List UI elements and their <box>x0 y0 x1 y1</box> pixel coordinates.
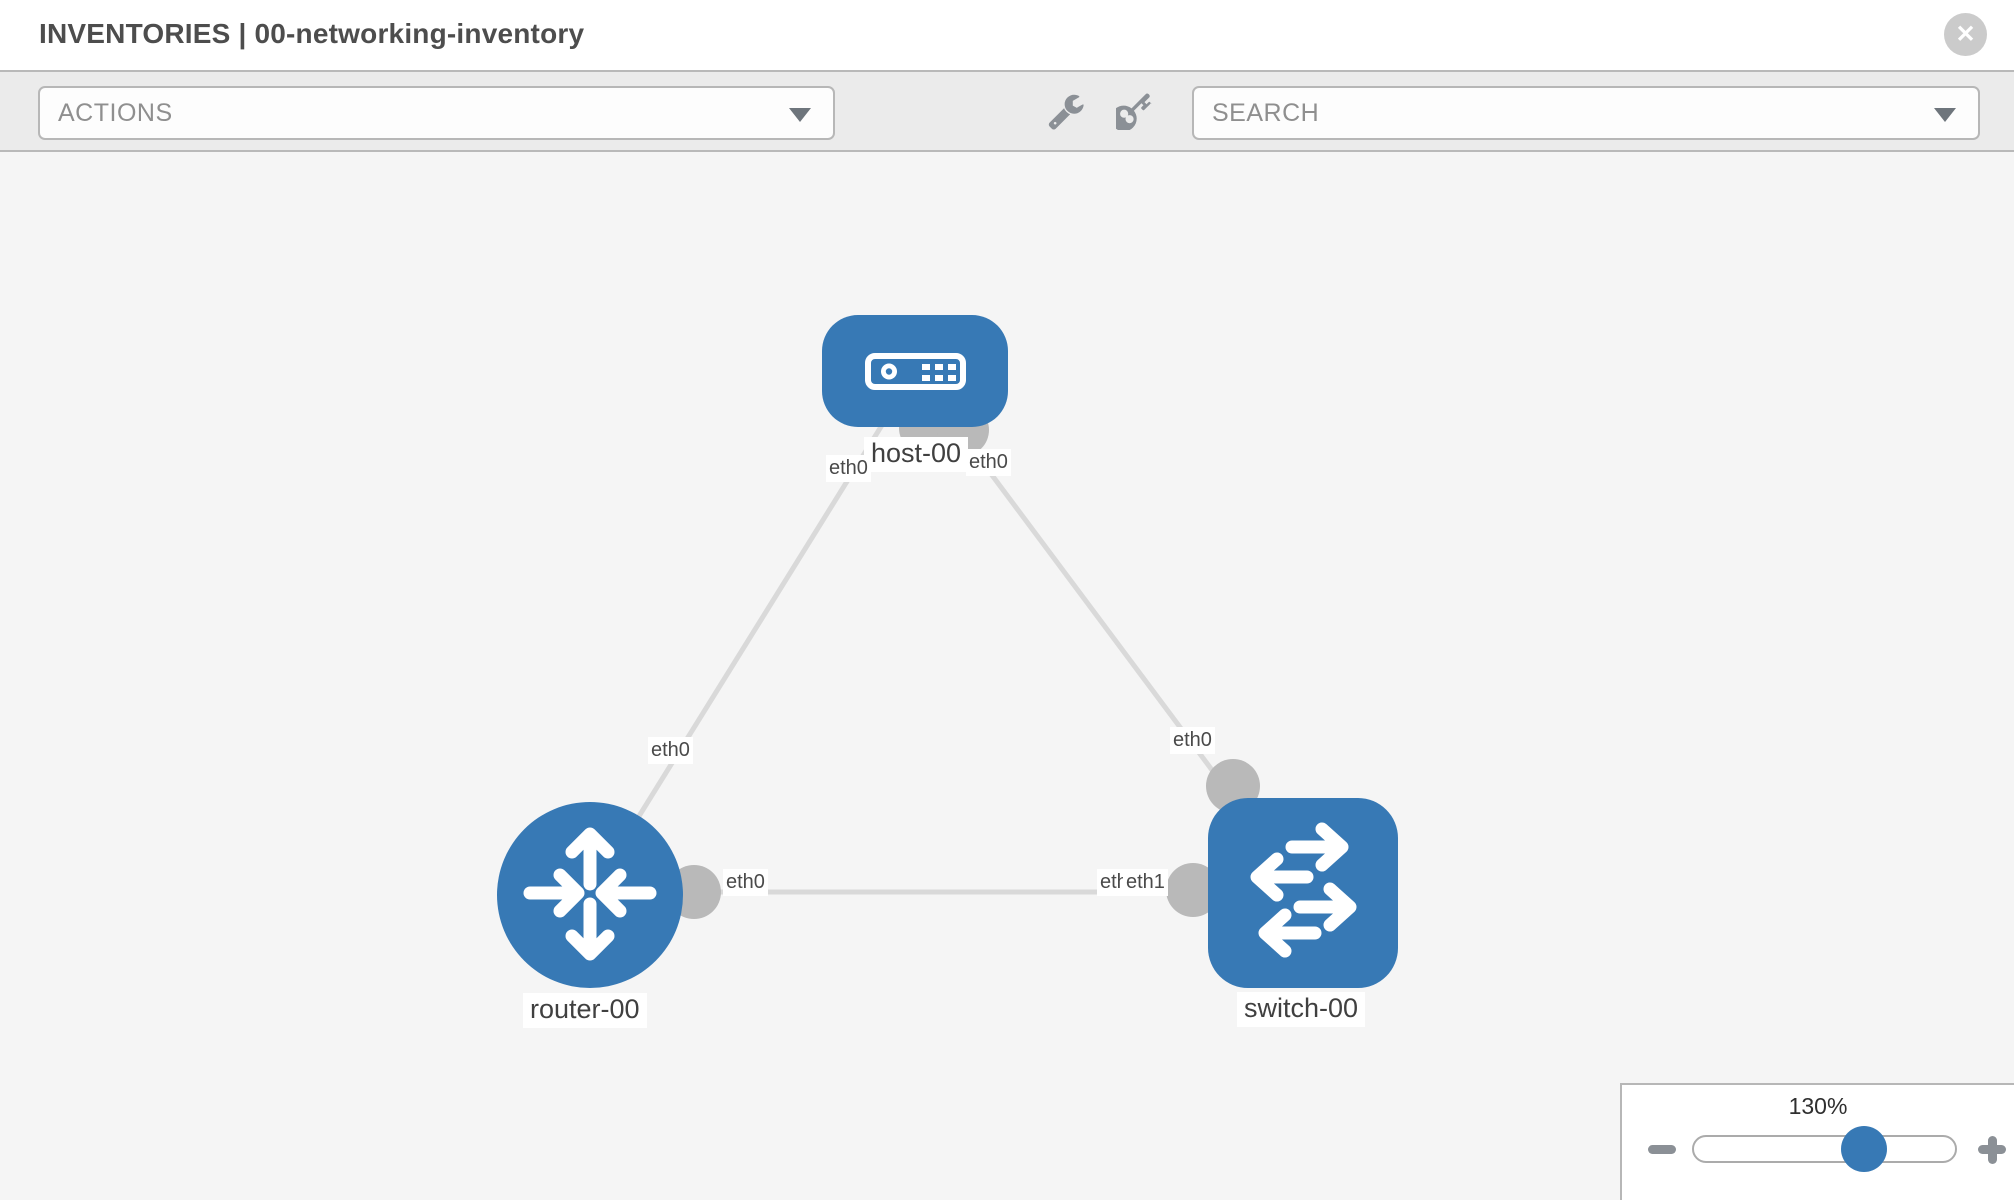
iface-label: eth0 <box>1170 727 1215 754</box>
node-switch-00[interactable] <box>1208 798 1398 988</box>
plus-icon[interactable] <box>1974 1131 2010 1167</box>
iface-label: eth0 <box>648 737 693 764</box>
switch-arrows-icon <box>1250 822 1357 958</box>
wrench-icon[interactable] <box>1047 92 1085 130</box>
minus-icon[interactable] <box>1644 1131 1680 1167</box>
chevron-down-icon <box>789 108 811 122</box>
router-arrows-icon <box>523 827 657 961</box>
toolbar: ACTIONS SEARCH <box>0 70 2014 152</box>
actions-dropdown[interactable]: ACTIONS <box>38 86 835 140</box>
node-host-00[interactable] <box>822 315 1008 427</box>
iface-connector <box>1166 863 1220 917</box>
search-dropdown[interactable]: SEARCH <box>1192 86 1980 140</box>
zoom-panel: 130% <box>1620 1083 2014 1200</box>
actions-dropdown-label: ACTIONS <box>58 98 173 127</box>
node-label-switch: switch-00 <box>1237 992 1366 1027</box>
node-label-host: host-00 <box>864 437 969 472</box>
iface-label: eth0 <box>826 455 871 482</box>
iface-label: eth1 <box>1123 869 1168 896</box>
iface-label: eth0 <box>723 869 768 896</box>
chevron-down-icon <box>1934 108 1956 122</box>
key-icon[interactable] <box>1110 92 1154 132</box>
zoom-slider-thumb[interactable] <box>1840 1126 1887 1172</box>
header-bar: INVENTORIES | 00-networking-inventory ✕ <box>0 0 2014 70</box>
page-title: INVENTORIES | 00-networking-inventory <box>39 18 585 49</box>
zoom-level-readout: 130% <box>1788 1093 1848 1119</box>
node-label-router: router-00 <box>523 993 647 1028</box>
close-icon[interactable]: ✕ <box>1944 13 1987 56</box>
node-router-00[interactable] <box>497 802 683 988</box>
search-placeholder: SEARCH <box>1212 98 1320 127</box>
zoom-slider-track[interactable] <box>1692 1126 1957 1172</box>
iface-label: eth0 <box>966 449 1011 476</box>
server-icon <box>865 353 966 390</box>
